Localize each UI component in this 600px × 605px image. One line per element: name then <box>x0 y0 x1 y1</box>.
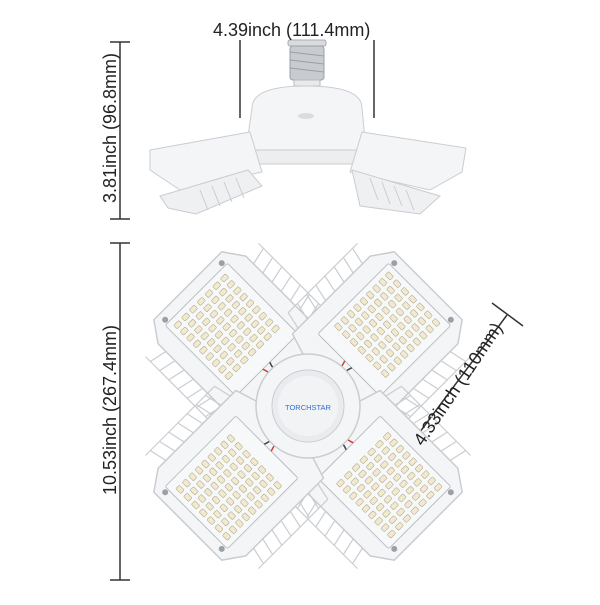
led-chip-icon <box>336 432 443 539</box>
side-panel-right <box>349 131 467 191</box>
diag-dimension-line <box>407 314 508 449</box>
panel-bottom-left <box>144 385 329 570</box>
side-height-label: 3.81inch (96.8mm) <box>100 52 120 204</box>
e27-bulb-base-icon <box>287 39 327 87</box>
brand-logo: TORCHSTAR <box>271 369 345 443</box>
dome-vent <box>298 113 314 119</box>
top-view <box>144 242 472 570</box>
dome-collar <box>245 149 367 165</box>
led-chip-icon <box>175 434 282 541</box>
diag-top-cap <box>491 302 524 327</box>
top-width-label: 4.39inch (111.4mm) <box>213 20 371 40</box>
total-height-label: 10.53inch (267.4mm) <box>100 324 120 496</box>
side-panel-left-lower <box>159 169 263 215</box>
heat-sink-fins-icon <box>199 177 415 211</box>
led-chip-icon <box>173 273 280 380</box>
side-view <box>149 39 467 215</box>
brand-logo-text: TORCHSTAR <box>285 403 332 412</box>
led-chip-icon <box>334 271 441 378</box>
